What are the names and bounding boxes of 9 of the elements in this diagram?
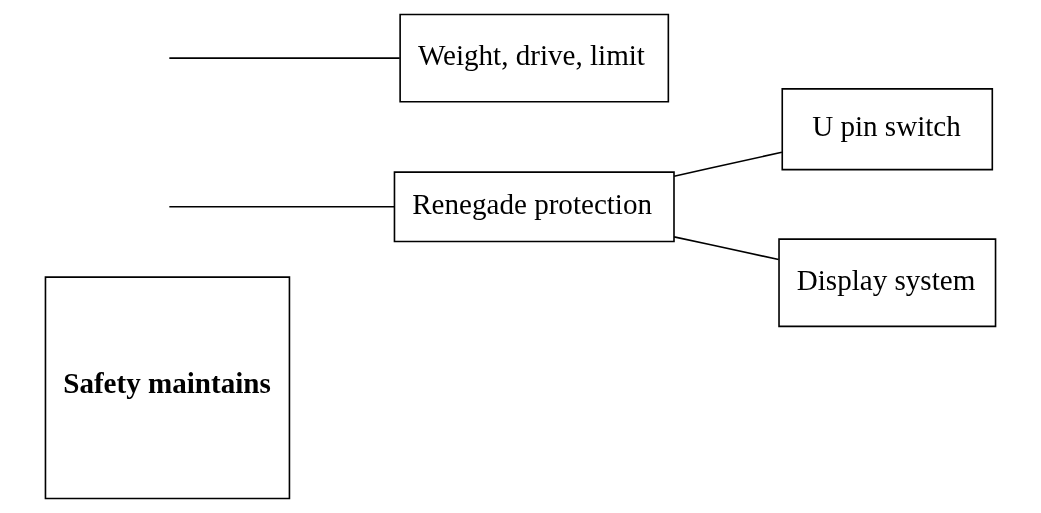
node-box: Weight, drive, limit xyxy=(399,13,670,103)
connector xyxy=(673,236,780,261)
connector xyxy=(673,151,783,177)
node-box: U pin switch xyxy=(781,88,994,171)
connector xyxy=(168,57,401,59)
node-box: Display system xyxy=(778,238,997,328)
node-box: Renegade protection xyxy=(393,171,675,243)
node-box: Safety maintains xyxy=(44,276,291,500)
connector xyxy=(168,206,395,208)
